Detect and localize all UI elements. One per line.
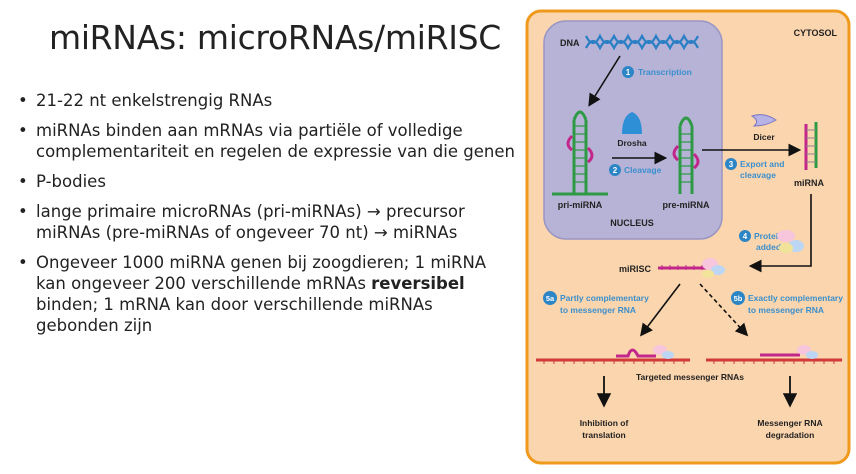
- step-5b-badge: [731, 291, 745, 305]
- step-1-number: 1: [626, 68, 631, 77]
- bullet-item: 21-22 nt enkelstrengig RNAs: [18, 90, 518, 111]
- outcome-right-line1: Messenger RNA: [757, 418, 822, 428]
- step-5a-label-line2: to messenger RNA: [560, 305, 636, 315]
- step-4-number: 4: [743, 232, 748, 241]
- dicer-icon: [750, 114, 777, 127]
- bullet-text-bold: reversibel: [371, 274, 465, 293]
- mirna-duplex: [804, 122, 818, 170]
- step-1-badge: [622, 66, 634, 78]
- cytosol-label: CYTOSOL: [794, 28, 838, 38]
- proteins-icon: [777, 230, 804, 253]
- bullet-text: miRNAs binden aan mRNAs via partiële of …: [36, 121, 515, 161]
- bullet-text-post: binden; 1 mRNA kan door verschillende mi…: [36, 295, 433, 335]
- pre-mirna-label: pre-miRNA: [662, 200, 710, 210]
- bullet-text-pre: Ongeveer 1000 miRNA genen bij zoogdieren…: [36, 253, 487, 293]
- step-3-number: 3: [729, 160, 734, 169]
- targeted-mrna-label: Targeted messenger RNAs: [636, 372, 744, 382]
- step-4-label-line1: Proteins: [754, 231, 788, 241]
- slide-title: miRNAs: microRNAs/miRISC: [48, 18, 502, 57]
- step-5a-label-line1: Partly complementary: [560, 293, 649, 303]
- mirna-pathway-diagram: CYTOSOL NUCLEUS DNA 1 Transcription pri-…: [525, 9, 851, 465]
- step-2-badge: [609, 164, 621, 176]
- step-4-badge: [739, 230, 751, 242]
- bullet-list: 21-22 nt enkelstrengig RNAs miRNAs binde…: [18, 90, 518, 345]
- bullet-item: lange primaire microRNAs (pri-miRNAs) → …: [18, 201, 518, 243]
- pri-mirna-label: pri-miRNA: [558, 200, 603, 210]
- pre-mirna-hairpin: [672, 116, 700, 194]
- dna-label: DNA: [560, 38, 580, 48]
- step-5b-label-line2: to messenger RNA: [748, 305, 824, 315]
- step-3-label-line2: cleavage: [740, 170, 776, 180]
- nucleus-label: NUCLEUS: [610, 218, 654, 228]
- bullet-item: P-bodies: [18, 171, 518, 192]
- outcome-left-line1: Inhibition of: [580, 418, 629, 428]
- drosha-icon: [622, 112, 642, 134]
- dicer-label: Dicer: [753, 132, 775, 142]
- outcome-right-line2: degradation: [766, 430, 815, 440]
- bullet-text: P-bodies: [36, 172, 106, 191]
- step-1-label: Transcription: [638, 67, 692, 77]
- mirna-label: miRNA: [794, 178, 825, 188]
- step-5a-number: 5a: [546, 294, 555, 303]
- step-5b-number: 5b: [734, 294, 743, 303]
- bullet-item: miRNAs binden aan mRNAs via partiële of …: [18, 120, 518, 162]
- step-5b-label-line1: Exactly complementary: [748, 293, 843, 303]
- mirisc-complex: [658, 258, 725, 278]
- mirisc-label: miRISC: [619, 264, 652, 274]
- mrna-exact: [706, 345, 842, 364]
- mrna-partial: [536, 345, 690, 364]
- step-4-label-line2: added: [756, 242, 781, 252]
- step-5a-badge: [543, 291, 557, 305]
- bullet-text: lange primaire microRNAs (pri-miRNAs) → …: [36, 202, 465, 242]
- bullet-text: 21-22 nt enkelstrengig RNAs: [36, 91, 273, 110]
- bullet-item: Ongeveer 1000 miRNA genen bij zoogdieren…: [18, 252, 518, 336]
- step-2-label: Cleavage: [624, 165, 662, 175]
- outcome-left-line2: translation: [582, 430, 625, 440]
- drosha-label: Drosha: [617, 138, 647, 148]
- step-2-number: 2: [613, 166, 618, 175]
- pri-mirna-hairpin: [552, 110, 608, 196]
- step-3-label-line1: Export and: [740, 159, 784, 169]
- dna-helix: [585, 33, 699, 51]
- step-3-badge: [725, 158, 737, 170]
